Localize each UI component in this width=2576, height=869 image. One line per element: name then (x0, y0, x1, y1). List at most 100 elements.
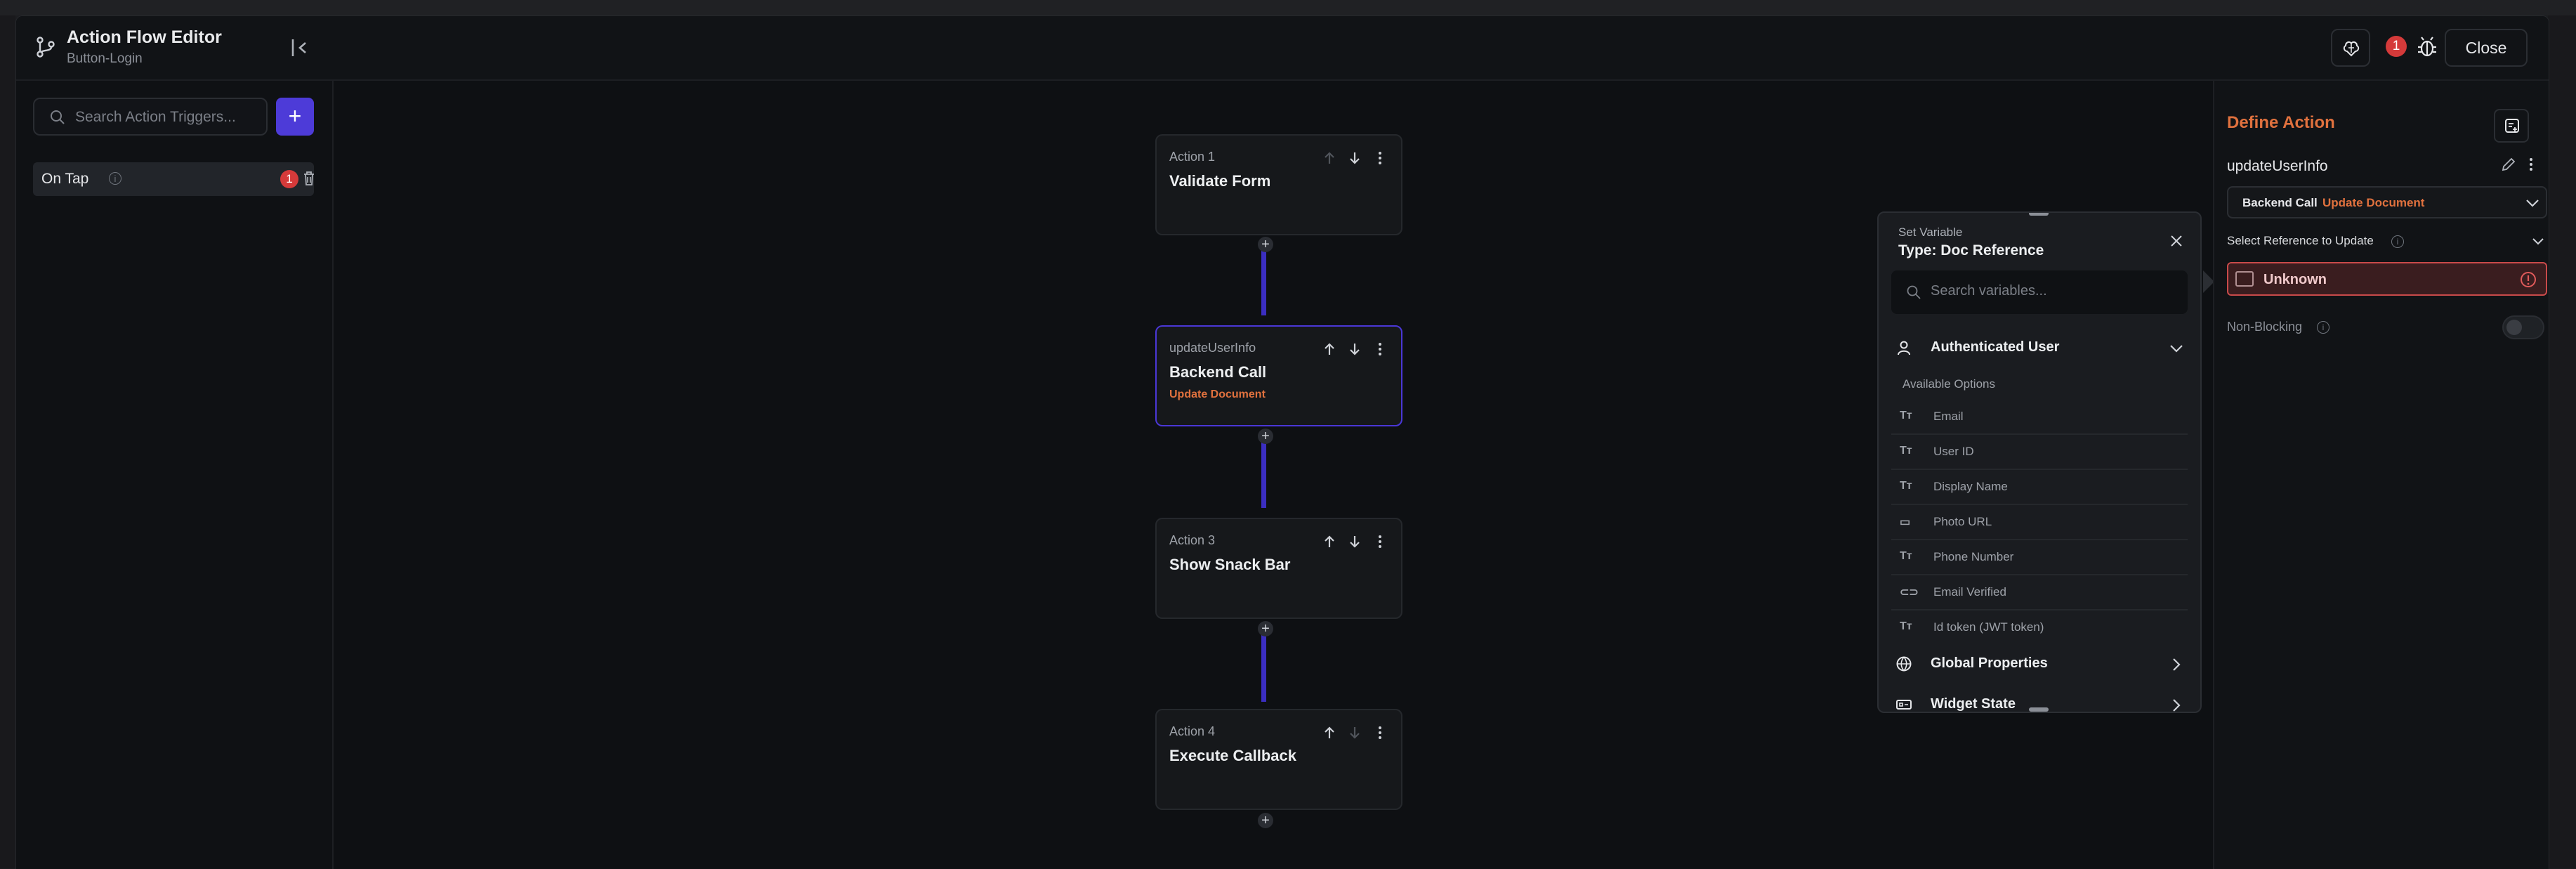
add-trigger-button[interactable]: + (276, 98, 314, 136)
more-options-icon[interactable] (2523, 157, 2539, 172)
chevron-right-icon (2173, 699, 2181, 712)
non-blocking-toggle[interactable] (2502, 315, 2544, 339)
reference-value: Unknown (2263, 272, 2327, 287)
ai-assist-button[interactable] (2331, 29, 2370, 67)
flow-branch-icon (37, 37, 55, 58)
option-label: Display Name (1933, 480, 2008, 493)
option-label: Email (1933, 410, 1964, 423)
search-placeholder: Search Action Triggers... (75, 109, 236, 125)
search-icon (1907, 285, 1921, 299)
info-icon[interactable]: i (109, 172, 121, 185)
chevron-down-icon (2170, 345, 2183, 353)
set-variable-popup: Set Variable Type: Doc Reference Search … (1877, 211, 2202, 713)
define-action-title: Define Action (2227, 113, 2335, 132)
action-flow-editor-window: Action Flow Editor Button-Login 1 Close … (15, 15, 2549, 869)
move-up-icon[interactable] (1321, 150, 1338, 166)
trigger-error-badge: 1 (280, 170, 298, 188)
document-add-icon (2505, 119, 2519, 133)
action-type-select[interactable]: Backend Call Update Document (2227, 186, 2547, 218)
table-icon (2235, 271, 2254, 287)
info-icon[interactable]: i (2317, 321, 2329, 334)
action-type-secondary: Update Document (2322, 196, 2425, 209)
more-options-icon[interactable] (1372, 724, 1388, 741)
close-button[interactable]: Close (2445, 29, 2528, 67)
move-up-icon[interactable] (1321, 341, 1338, 358)
more-options-icon[interactable] (1372, 533, 1388, 550)
option-display-name[interactable]: Tт Display Name (1891, 470, 2188, 505)
option-label: Photo URL (1933, 515, 1992, 528)
section-global-properties[interactable]: Global Properties (1879, 644, 2200, 684)
section-authenticated-user[interactable]: Authenticated User (1879, 328, 2200, 367)
action-node-selected[interactable]: updateUserInfo Backend Call Update Docum… (1155, 325, 1402, 426)
popup-pointer (2203, 270, 2214, 293)
move-up-icon[interactable] (1321, 724, 1338, 741)
action-docs-button[interactable] (2494, 109, 2529, 143)
action-node-title: Validate Form (1169, 172, 1271, 190)
resize-handle-top[interactable] (2029, 213, 2049, 216)
reference-label: Select Reference to Update (2227, 234, 2374, 247)
sparkle-brain-icon (2343, 41, 2360, 57)
error-count-badge[interactable]: 1 (2386, 36, 2407, 57)
move-down-icon[interactable] (1346, 341, 1363, 358)
edit-pencil-icon[interactable] (2501, 157, 2516, 172)
action-node[interactable]: Action 1 Validate Form (1155, 134, 1402, 235)
trigger-item-on-tap[interactable]: On Tap i 1 (33, 162, 314, 196)
backdrop-top (0, 0, 2576, 15)
trigger-label: On Tap (41, 171, 89, 187)
move-down-icon[interactable] (1346, 150, 1363, 166)
action-node-label: updateUserInfo (1169, 341, 1256, 355)
chevron-down-icon (2526, 200, 2539, 207)
option-label: User ID (1933, 445, 1974, 458)
popup-heading: Set Variable (1898, 226, 1963, 239)
action-triggers-panel: Search Action Triggers... + On Tap i 1 (16, 81, 334, 869)
available-options-label: Available Options (1903, 377, 1995, 391)
bug-icon[interactable] (2415, 34, 2439, 60)
flow-connector (1261, 432, 1266, 508)
non-blocking-label: Non-Blocking (2227, 320, 2303, 334)
text-type-icon: Tт (1900, 480, 1912, 492)
section-title: Widget State (1931, 696, 2016, 712)
trash-icon[interactable] (303, 171, 315, 186)
search-action-triggers-input[interactable]: Search Action Triggers... (33, 98, 268, 136)
add-action-button[interactable]: + (1258, 813, 1273, 828)
move-down-icon[interactable] (1346, 533, 1363, 550)
text-type-icon: Tт (1900, 410, 1912, 422)
move-down-icon[interactable] (1346, 724, 1363, 741)
option-id-token[interactable]: Tт Id token (JWT token) (1891, 610, 2188, 644)
widget-state-icon (1896, 700, 1912, 710)
section-title: Authenticated User (1931, 339, 2060, 355)
action-node-title: Backend Call (1169, 363, 1267, 381)
search-icon (51, 110, 65, 124)
more-options-icon[interactable] (1372, 341, 1388, 358)
backdrop-left (0, 15, 15, 868)
add-action-button[interactable]: + (1258, 621, 1273, 636)
option-email[interactable]: Tт Email (1891, 400, 2188, 435)
resize-handle-bottom[interactable] (2029, 707, 2049, 712)
action-node[interactable]: Action 3 Show Snack Bar (1155, 518, 1402, 619)
user-icon (1898, 341, 1910, 355)
action-node-label: Action 3 (1169, 533, 1216, 547)
action-node[interactable]: Action 4 Execute Callback (1155, 709, 1402, 810)
search-variables-input[interactable]: Search variables... (1891, 270, 2188, 314)
move-up-icon[interactable] (1321, 533, 1338, 550)
option-user-id[interactable]: Tт User ID (1891, 435, 2188, 470)
editor-subtitle: Button-Login (67, 51, 143, 66)
toggle-knob (2506, 320, 2522, 335)
action-node-label: Action 1 (1169, 150, 1216, 164)
option-photo-url[interactable]: ▭ Photo URL (1891, 505, 2188, 540)
more-options-icon[interactable] (1372, 150, 1388, 166)
chevron-down-icon[interactable] (2532, 237, 2544, 247)
add-action-button[interactable]: + (1258, 429, 1273, 444)
text-type-icon: Tт (1900, 550, 1912, 562)
section-widget-state[interactable]: Widget State (1879, 685, 2200, 712)
info-icon[interactable]: i (2391, 235, 2404, 248)
editor-header: Action Flow Editor Button-Login 1 Close (16, 16, 2549, 81)
reference-value-field[interactable]: Unknown (2227, 262, 2547, 296)
collapse-panel-icon[interactable] (290, 37, 314, 58)
image-type-icon: ▭ (1900, 516, 1911, 528)
option-email-verified[interactable]: ⊂⊃ Email Verified (1891, 575, 2188, 610)
backdrop-right (2548, 15, 2576, 868)
add-action-button[interactable]: + (1258, 237, 1273, 252)
option-phone-number[interactable]: Tт Phone Number (1891, 540, 2188, 575)
close-icon[interactable] (2169, 234, 2183, 248)
